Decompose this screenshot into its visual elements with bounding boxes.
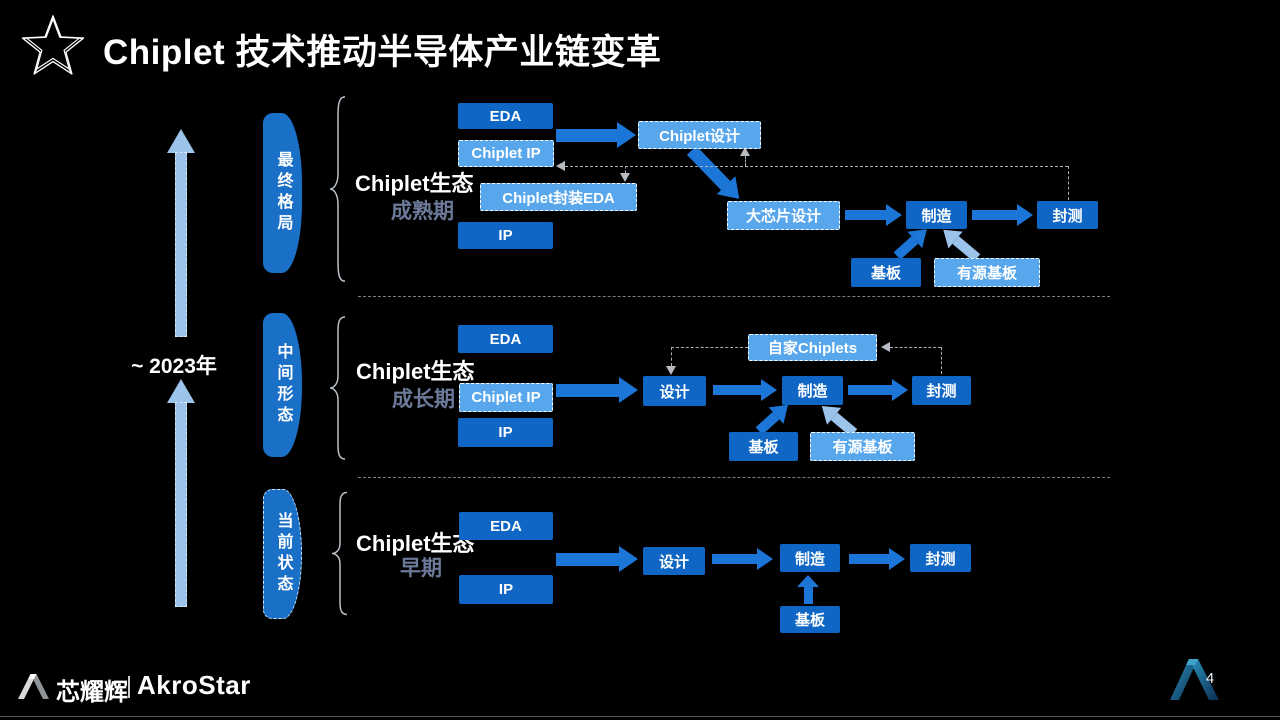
arrow-design-to-mfg-s3 [712,548,773,570]
box-chiplet-pkg-eda: Chiplet封装EDA [480,183,637,211]
box-active-substrate-s1: 有源基板 [934,258,1040,287]
company-name-cn: 芯耀辉 [56,679,128,706]
box-chiplet-ip-s2: Chiplet IP [459,383,553,412]
page-number: 4 [1205,670,1215,687]
arrow-shaft [175,402,187,607]
dashed-arrowhead-to-chiplet-ip [556,161,565,171]
brace-stage2 [324,314,348,462]
box-pkgtest-s3: 封测 [910,544,971,572]
box-chiplet-ip-s1: Chiplet IP [458,140,554,167]
box-design-s3: 设计 [643,547,705,575]
dashed-arrowhead-to-chiplet-design [740,147,750,156]
box-pkgtest-s2: 封测 [912,376,971,405]
stage2-phase-label: 成长期 [392,388,455,411]
dashed-feedback-line [565,166,1068,167]
arrow-chiplet-design-to-bigchip [683,141,749,208]
arrow-bigchip-to-mfg [845,204,902,226]
stage-divider-2 [358,477,1110,478]
dashed-arrowhead-to-design-s2 [666,366,676,375]
company-logo-icon [18,674,49,699]
timeline-arrow-lower [167,379,195,607]
box-substrate-s3: 基板 [780,606,840,633]
box-substrate-s1: 基板 [851,258,921,287]
arrow-mfg-to-pkgtest [972,204,1033,226]
box-eda-s3: EDA [459,512,553,540]
box-mfg-s2: 制造 [782,376,843,405]
brace-stage1 [324,93,348,285]
dashed-pkgtest-to-ownchiplets [890,347,941,348]
dashed-arrowhead-to-ownchiplets [881,342,890,352]
arrow-tools-to-design-s2 [556,377,638,403]
brace-stage3 [326,490,350,617]
arrow-substrate-to-mfg-s3 [797,575,819,604]
company-name-en: AkroStar [137,670,251,700]
box-chiplet-design: Chiplet设计 [638,121,761,149]
stage-divider-1 [358,296,1110,297]
box-ip-s3: IP [459,575,553,604]
page-logo-icon [1170,659,1219,700]
box-active-substrate-s2: 有源基板 [810,432,915,461]
dashed-ownchiplets-to-design [671,347,748,348]
arrow-shaft [175,152,187,337]
slide-title: Chiplet 技术推动半导体产业链变革 [103,33,662,72]
bottom-divider-line [0,716,1280,717]
arrow-tools-to-chiplet-design [556,122,636,148]
dashed-drop-design-s2 [671,347,672,366]
box-pkgtest-s1: 封测 [1037,201,1098,229]
arrow-mfg-to-pkgtest-s2 [848,379,908,401]
dashed-vert-from-pkgtest-s2 [941,347,942,374]
timeline-year-label: ~ 2023年 [131,355,217,378]
arrow-mfg-to-pkgtest-s3 [849,548,905,570]
box-design-s2: 设计 [643,376,706,406]
pill-intermediate-form: 中间形态 [263,313,302,457]
box-big-chip-design: 大芯片设计 [727,201,840,230]
arrow-head [167,379,195,403]
box-own-chiplets: 自家Chiplets [748,334,877,361]
box-mfg-s3: 制造 [780,544,840,572]
stage1-eco-title: Chiplet生态 [355,171,474,196]
pill-current-state: 当前状态 [263,489,302,619]
arrow-design-to-mfg-s2 [713,379,777,401]
box-mfg-s1: 制造 [906,201,967,229]
dashed-drop-pkg-eda [625,166,626,173]
timeline-arrow-upper [167,129,195,337]
box-substrate-s2: 基板 [729,432,798,461]
stage1-phase-label: 成熟期 [391,200,454,223]
star-logo-icon [21,15,85,75]
dashed-arrowhead-to-pkg-eda [620,173,630,182]
dashed-riser-chiplet-design [745,156,746,166]
dashed-vert-from-pkgtest [1068,166,1069,200]
footer-separator [128,676,130,698]
stage2-eco-title: Chiplet生态 [356,359,475,384]
box-eda-s1: EDA [458,103,553,129]
box-ip-s1: IP [458,222,553,249]
arrow-tools-to-design-s3 [556,546,638,572]
stage3-phase-label: 早期 [400,557,442,580]
box-eda-s2: EDA [458,325,553,353]
arrow-head [167,129,195,153]
pill-final-structure: 最终格局 [263,113,302,273]
box-ip-s2: IP [458,418,553,447]
stage3-eco-title: Chiplet生态 [356,531,475,556]
